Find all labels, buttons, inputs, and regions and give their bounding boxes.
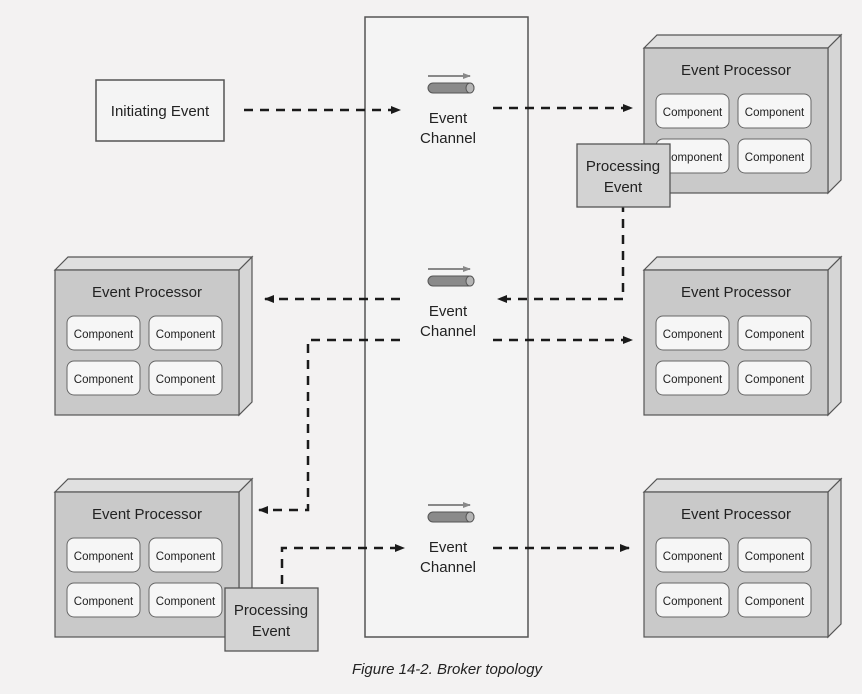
component-label: Component [663, 374, 723, 386]
processor-side-face [827, 255, 842, 417]
component-label: Component [663, 152, 723, 164]
processing-event-label-line1: Processing [586, 158, 660, 175]
component-box: Component [655, 315, 730, 351]
figure-caption: Figure 14-2. Broker topology [352, 661, 544, 678]
component-label: Component [74, 329, 134, 341]
component-box: Component [737, 93, 812, 129]
component-label: Component [663, 329, 723, 341]
component-label: Component [156, 374, 216, 386]
component-box: Component [655, 582, 730, 618]
component-box: Component [737, 315, 812, 351]
component-box: Component [737, 537, 812, 573]
component-label: Component [74, 596, 134, 608]
component-box: Component [655, 360, 730, 396]
component-box: Component [655, 537, 730, 573]
component-box: Component [655, 138, 730, 174]
channel-label-line1: Event [429, 539, 468, 556]
component-label: Component [156, 329, 216, 341]
initiating-event-label: Initiating Event [111, 103, 210, 120]
component-label: Component [663, 596, 723, 608]
component-box: Component [66, 582, 141, 618]
component-box: Component [148, 582, 223, 618]
channel-label-line1: Event [429, 303, 468, 320]
component-box: Component [737, 138, 812, 174]
processing-event-label-line2: Event [604, 179, 643, 196]
component-label: Component [745, 374, 805, 386]
component-box: Component [66, 360, 141, 396]
channel-pipe-icon [427, 511, 475, 523]
processor-side-face [827, 477, 842, 639]
component-box: Component [66, 537, 141, 573]
processing-event-label-line2: Event [252, 623, 291, 640]
processor-side-face [827, 33, 842, 195]
arrow-processing-event-to-channel3 [280, 544, 405, 584]
component-box: Component [148, 315, 223, 351]
channel-label-line2: Channel [420, 559, 476, 576]
processor-top-face [53, 478, 254, 493]
component-label: Component [745, 596, 805, 608]
component-label: Component [156, 551, 216, 563]
component-box: Component [148, 537, 223, 573]
processor-title: Event Processor [92, 284, 202, 301]
processor-top-face [642, 256, 843, 271]
component-box: Component [66, 315, 141, 351]
processor-title: Event Processor [681, 506, 791, 523]
processor-title: Event Processor [681, 62, 791, 79]
component-label: Component [745, 551, 805, 563]
component-label: Component [74, 374, 134, 386]
arrow-channel2-to-processor4 [258, 338, 400, 514]
component-label: Component [156, 596, 216, 608]
processor-title: Event Processor [681, 284, 791, 301]
processing-event-label-line1: Processing [234, 602, 308, 619]
component-box: Component [148, 360, 223, 396]
channel-label-line1: Event [429, 110, 468, 127]
component-box: Component [655, 93, 730, 129]
component-label: Component [663, 107, 723, 119]
component-label: Component [745, 152, 805, 164]
arrow-processing-event-to-channel2 [497, 203, 625, 303]
channel-label-line2: Channel [420, 323, 476, 340]
component-box: Component [737, 360, 812, 396]
component-label: Component [745, 107, 805, 119]
component-label: Component [745, 329, 805, 341]
initiating-event-box: Initiating Event [95, 79, 225, 142]
channel-column [364, 16, 529, 638]
channel-pipe-icon [427, 82, 475, 94]
component-label: Component [74, 551, 134, 563]
channel-pipe-icon [427, 275, 475, 287]
channel-label-line2: Channel [420, 130, 476, 147]
component-box: Component [737, 582, 812, 618]
processor-top-face [642, 478, 843, 493]
processor-top-face [642, 34, 843, 49]
processor-top-face [53, 256, 254, 271]
processor-title: Event Processor [92, 506, 202, 523]
component-label: Component [663, 551, 723, 563]
processor-side-face [238, 255, 253, 417]
